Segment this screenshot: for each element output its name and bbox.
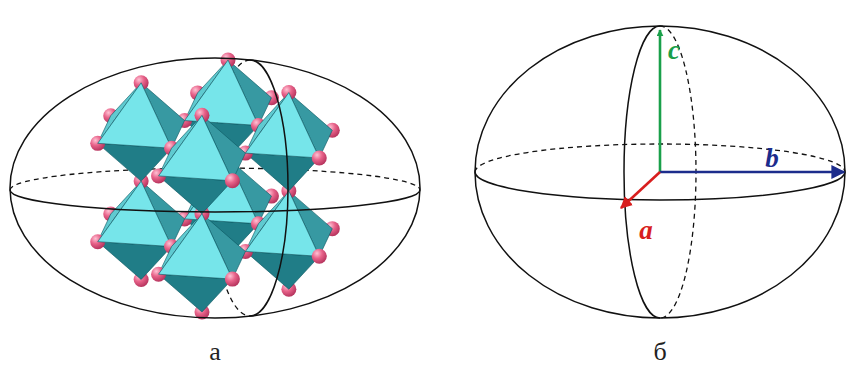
atom-sphere bbox=[225, 272, 240, 287]
c-axis-arrow bbox=[659, 30, 662, 172]
equator-front bbox=[475, 172, 845, 200]
a-axis-arrow bbox=[621, 172, 660, 208]
octahedra-framework bbox=[90, 53, 340, 320]
ellipsoid-outline bbox=[10, 58, 420, 318]
octahedron-face bbox=[159, 214, 233, 279]
octahedron-face bbox=[245, 153, 319, 191]
octahedron-face bbox=[185, 60, 259, 125]
panel-label: б bbox=[653, 339, 666, 365]
meridian-front bbox=[250, 60, 288, 316]
axis-label: c bbox=[668, 37, 680, 64]
octahedron-face bbox=[98, 83, 172, 148]
octahedron-face bbox=[98, 181, 172, 246]
ellipsoid-axes-figure bbox=[475, 26, 845, 318]
ellipsoid-front-lines bbox=[10, 58, 420, 318]
axis-label: b bbox=[765, 145, 779, 172]
octahedron-face bbox=[159, 115, 233, 180]
axis-label: a bbox=[639, 217, 653, 244]
octahedron-face bbox=[159, 274, 233, 312]
atom-sphere bbox=[312, 150, 327, 165]
atom-sphere bbox=[312, 249, 327, 264]
axis-arrows bbox=[621, 30, 844, 208]
atom-sphere bbox=[225, 173, 240, 188]
octahedron-face bbox=[159, 176, 233, 214]
b-axis-arrow bbox=[660, 171, 844, 174]
ellipsoid-outline bbox=[475, 26, 845, 318]
panel-label: а bbox=[209, 339, 221, 365]
equator-front bbox=[10, 190, 420, 212]
ellipsoid-back-lines bbox=[10, 60, 420, 316]
meridian-front bbox=[624, 26, 660, 318]
octahedron-face bbox=[245, 93, 319, 158]
octahedron-face bbox=[245, 191, 319, 256]
